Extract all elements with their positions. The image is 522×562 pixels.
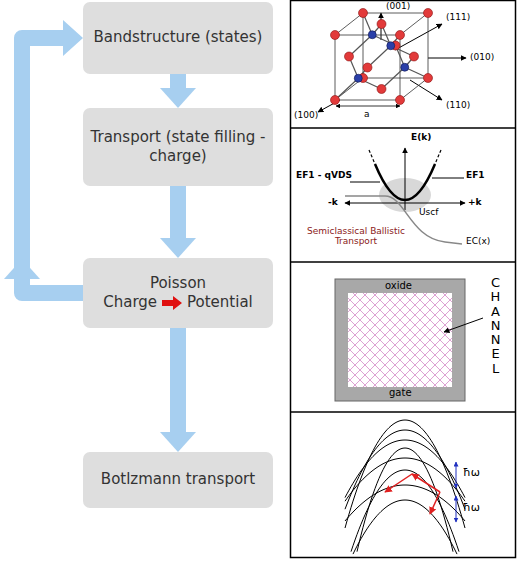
axis-label: +k — [468, 197, 482, 207]
region-label: oxide — [385, 280, 412, 292]
energy-label: EF1 — [466, 170, 485, 180]
box-title: Botlzmann transport — [101, 470, 255, 490]
axis-label: E(k) — [411, 132, 431, 142]
text-row: Charge Potential — [103, 293, 253, 313]
process-box: PoissonCharge Potential — [83, 258, 273, 328]
flow-arrow — [160, 186, 196, 258]
red-arrow — [161, 296, 183, 310]
band-structure-plot — [345, 420, 465, 554]
arrow-head — [160, 238, 196, 258]
arrow-shaft — [22, 38, 83, 293]
phonon-energy: ħω — [463, 502, 480, 515]
arrow-shaft — [170, 74, 186, 89]
dimension-label: a — [364, 109, 370, 119]
flow-arrow — [160, 74, 196, 108]
flow-arrow — [160, 328, 196, 452]
box-title: Bandstructure (states) — [94, 28, 263, 48]
box-title: Transport (state filling - charge) — [89, 128, 267, 167]
axis-label: (110) — [446, 100, 470, 110]
axis-label: (001) — [386, 1, 410, 11]
arrow-shaft — [170, 186, 186, 239]
arrow-head — [160, 88, 196, 108]
box-text: Potential — [187, 293, 253, 313]
axis-label: -k — [328, 197, 338, 207]
panel-divider — [290, 261, 516, 263]
box-text: Charge — [103, 293, 157, 313]
box-title: Poisson — [150, 274, 206, 294]
energy-label: EF1 - qVDS — [296, 170, 352, 180]
region-label: CHANNEL — [489, 276, 502, 376]
potential-label: Uscf — [419, 207, 438, 217]
axis-label: (100) — [294, 110, 318, 120]
panel-divider — [290, 411, 516, 413]
gate-cross-section — [335, 279, 483, 401]
panel-frame — [291, 1, 516, 558]
caption-label: Semiclassical Ballistic Transport — [306, 226, 406, 247]
axis-label: (010) — [470, 52, 494, 62]
process-box: Bandstructure (states) — [83, 2, 273, 74]
arrow-head — [63, 20, 83, 56]
crystal-lattice — [318, 9, 466, 113]
arrow-head — [160, 432, 196, 452]
phonon-energy: ħω — [463, 467, 480, 480]
region-label: gate — [389, 387, 412, 399]
axis-label: (111) — [446, 12, 470, 22]
panel-divider — [290, 127, 516, 129]
process-box: Transport (state filling - charge) — [83, 108, 273, 186]
process-box: Botlzmann transport — [83, 452, 273, 508]
arrow-head — [4, 259, 40, 279]
arrow-shaft — [170, 328, 186, 433]
flow-arrow — [4, 20, 83, 293]
band-edge-label: EC(x) — [466, 236, 490, 246]
